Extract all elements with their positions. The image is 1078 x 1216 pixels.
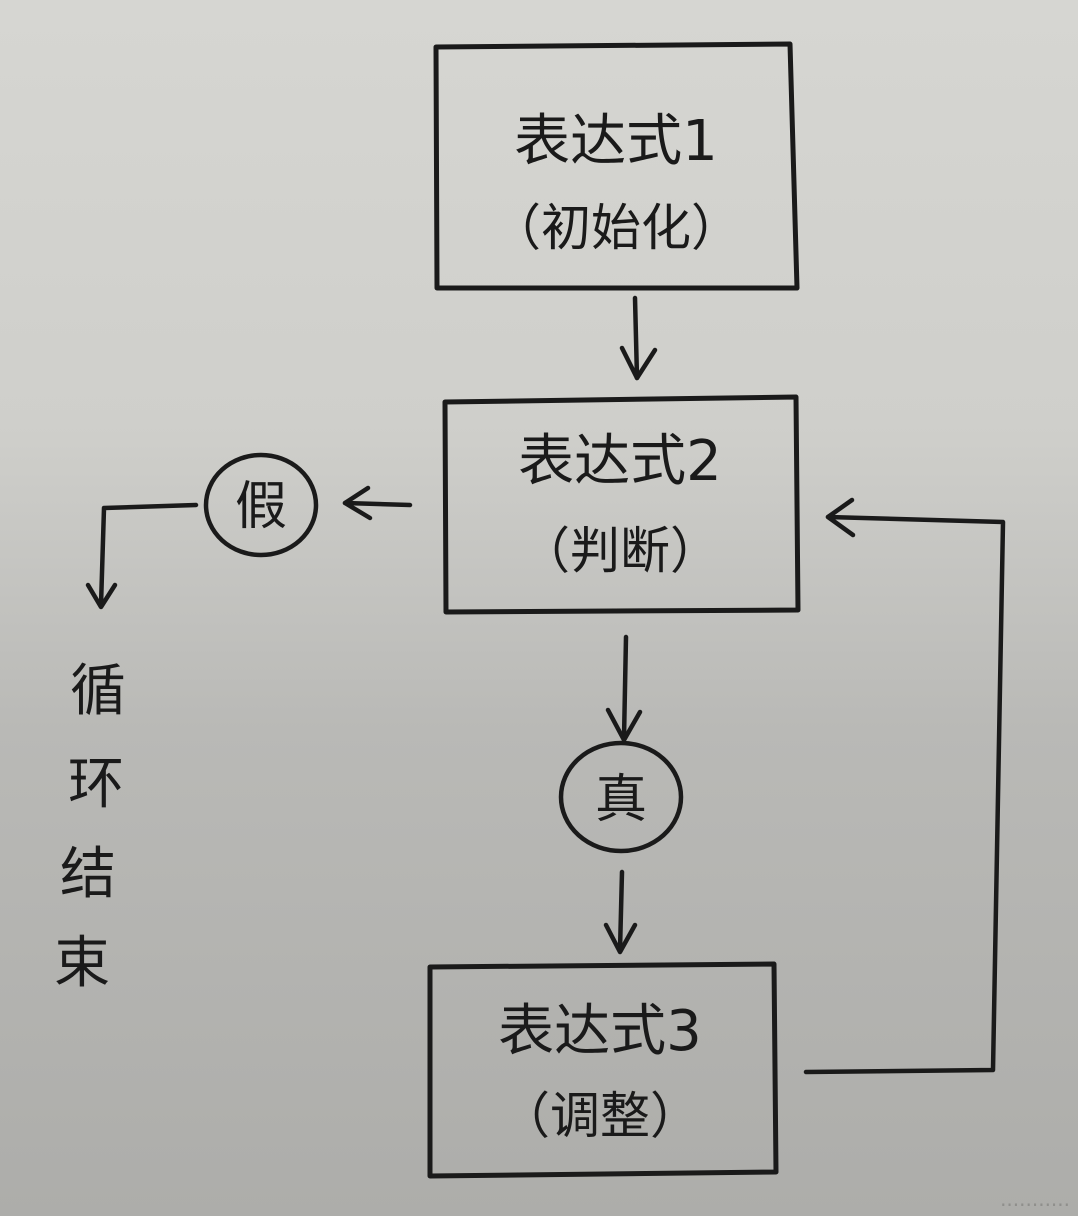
arrow-init-to-condition — [619, 295, 658, 381]
false-node: 假 — [203, 452, 319, 558]
box-condition-subtitle: （判断） — [520, 522, 720, 580]
loop-end-char-3: 结 — [60, 842, 116, 907]
box-update-subtitle: （调整） — [500, 1087, 700, 1145]
true-label: 真 — [595, 770, 647, 830]
box-initialize-subtitle: （初始化） — [491, 199, 741, 257]
arrow-condition-to-true — [605, 634, 643, 743]
true-node: 真 — [558, 740, 684, 854]
arrow-update-to-condition — [803, 497, 1006, 1075]
box-condition-title: 表达式2 — [518, 429, 722, 494]
false-label: 假 — [235, 477, 287, 537]
box-update: 表达式3 （调整） — [427, 961, 779, 1179]
loop-end-char-4: 束 — [54, 931, 110, 996]
arrow-true-to-update — [603, 869, 638, 955]
loop-end-char-1: 循 — [70, 659, 126, 724]
arrow-condition-to-false — [342, 485, 413, 521]
box-initialize-title: 表达式1 — [514, 109, 718, 174]
loop-end-char-2: 环 — [68, 752, 124, 817]
box-update-title: 表达式3 — [498, 999, 702, 1064]
loop-end-label: 循 环 结 束 — [54, 659, 126, 996]
box-condition: 表达式2 （判断） — [442, 394, 801, 615]
box-initialize: 表达式1 （初始化） — [433, 41, 800, 291]
watermark: ........... — [1000, 1187, 1070, 1211]
arrow-false-to-end — [85, 502, 199, 610]
